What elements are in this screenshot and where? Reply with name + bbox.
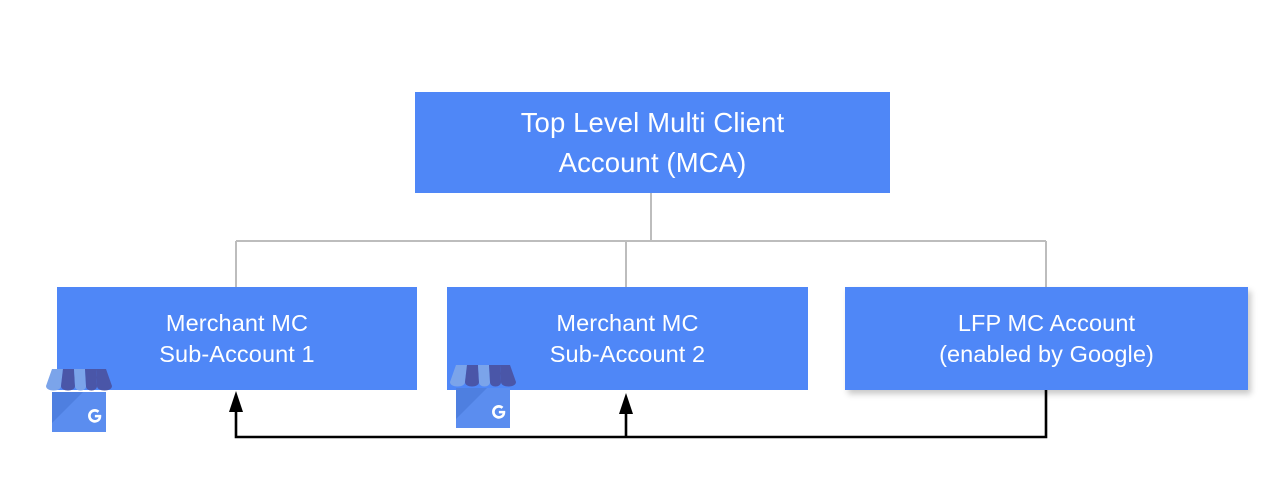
feedback-path-lfp-to-subaccounts	[234, 390, 1048, 439]
node-top-level-mca[interactable]: Top Level Multi Client Account (MCA)	[415, 92, 890, 193]
arrowhead-to-sub2	[619, 393, 633, 414]
node-lfp-mc-account[interactable]: LFP MC Account (enabled by Google)	[845, 287, 1248, 390]
arrowhead-to-sub1	[229, 391, 243, 412]
google-business-profile-icon	[450, 365, 516, 428]
node-merchant-sub-account-2[interactable]: Merchant MC Sub-Account 2	[447, 287, 808, 390]
node-merchant-sub-account-1[interactable]: Merchant MC Sub-Account 1	[57, 287, 417, 390]
google-business-profile-icon	[46, 369, 112, 432]
